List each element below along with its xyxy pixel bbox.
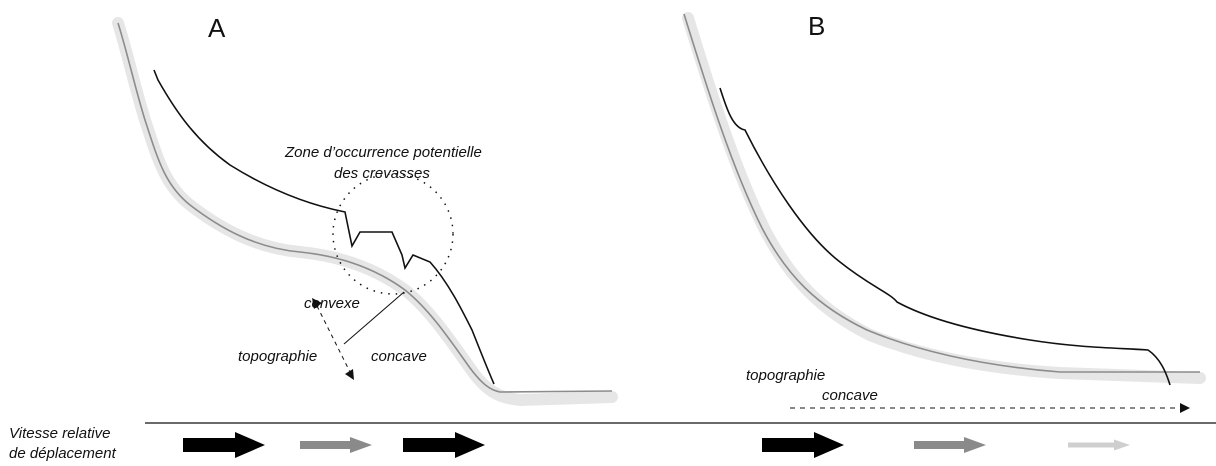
velocity-arrows <box>183 432 1130 458</box>
panel-letter-a: A <box>208 13 226 43</box>
bedrock-shadow-a <box>112 17 618 407</box>
panel-a <box>112 17 618 407</box>
velocity-arrow-a-3-fast <box>403 432 485 458</box>
bedrock-line-a <box>117 22 613 393</box>
velocity-arrow-a-1-fast <box>183 432 265 458</box>
label-concave-b: concave <box>822 387 878 404</box>
legend-label-line2: de déplacement <box>9 445 117 461</box>
velocity-arrow-b-2-medium <box>914 437 986 453</box>
velocity-arrow-a-2-medium <box>300 437 372 453</box>
zone-label-line1: Zone d’occurrence potentielle <box>284 144 482 161</box>
label-topographie-b: topographie <box>746 367 825 384</box>
velocity-arrow-b-3-slow <box>1068 439 1130 451</box>
bedrock-line-b <box>683 13 1200 373</box>
bedrock-shadow-b <box>682 12 1206 384</box>
section-line <box>343 291 405 345</box>
velocity-arrow-b-1-fast <box>762 432 844 458</box>
topography-arrow-a-head-bottom <box>345 369 354 380</box>
topography-arrow-b-head <box>1180 403 1190 413</box>
legend-label-line1: Vitesse relative <box>9 425 110 442</box>
zone-label-line2: des crevasses <box>334 165 430 182</box>
glacier-surface-b <box>719 87 1171 386</box>
label-concave-a: concave <box>371 348 427 365</box>
panel-letter-b: B <box>808 11 825 41</box>
label-convexe: convexe <box>304 295 360 312</box>
crevasse-zone-circle <box>332 173 454 295</box>
topography-arrow-a-head-top <box>312 298 322 309</box>
topography-arrow-a <box>316 305 351 373</box>
glacier-surface-a <box>153 69 495 385</box>
label-topographie-a: topographie <box>238 348 317 365</box>
panel-b <box>682 12 1206 413</box>
